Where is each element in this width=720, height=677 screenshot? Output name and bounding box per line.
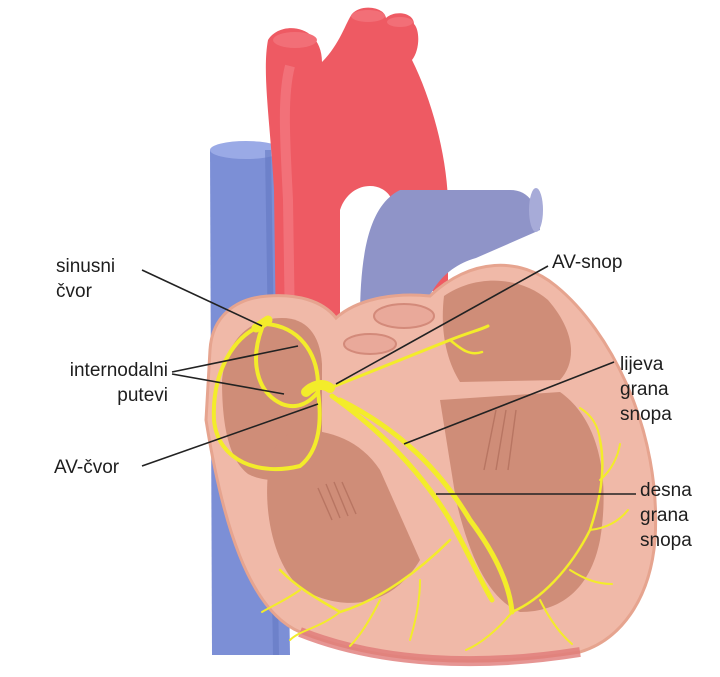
label-internodal: internodalni putevi bbox=[8, 358, 168, 408]
label-left-branch: lijeva grana snopa bbox=[620, 352, 672, 427]
label-av-node: AV-čvor bbox=[54, 455, 119, 480]
label-right-branch-line1: desna bbox=[640, 478, 692, 503]
label-av-bundle: AV-snop bbox=[552, 250, 622, 275]
label-right-branch-line2: grana bbox=[640, 503, 692, 528]
label-left-branch-line3: snopa bbox=[620, 402, 672, 427]
label-sa-node-line1: sinusni bbox=[56, 254, 115, 279]
label-sa-node: sinusni čvor bbox=[56, 254, 115, 304]
label-left-branch-line2: grana bbox=[620, 377, 672, 402]
label-right-branch: desna grana snopa bbox=[640, 478, 692, 553]
label-right-branch-line3: snopa bbox=[640, 528, 692, 553]
label-sa-node-line2: čvor bbox=[56, 279, 115, 304]
label-left-branch-line1: lijeva bbox=[620, 352, 672, 377]
label-internodal-line1: internodalni bbox=[8, 358, 168, 383]
label-internodal-line2: putevi bbox=[8, 383, 168, 408]
